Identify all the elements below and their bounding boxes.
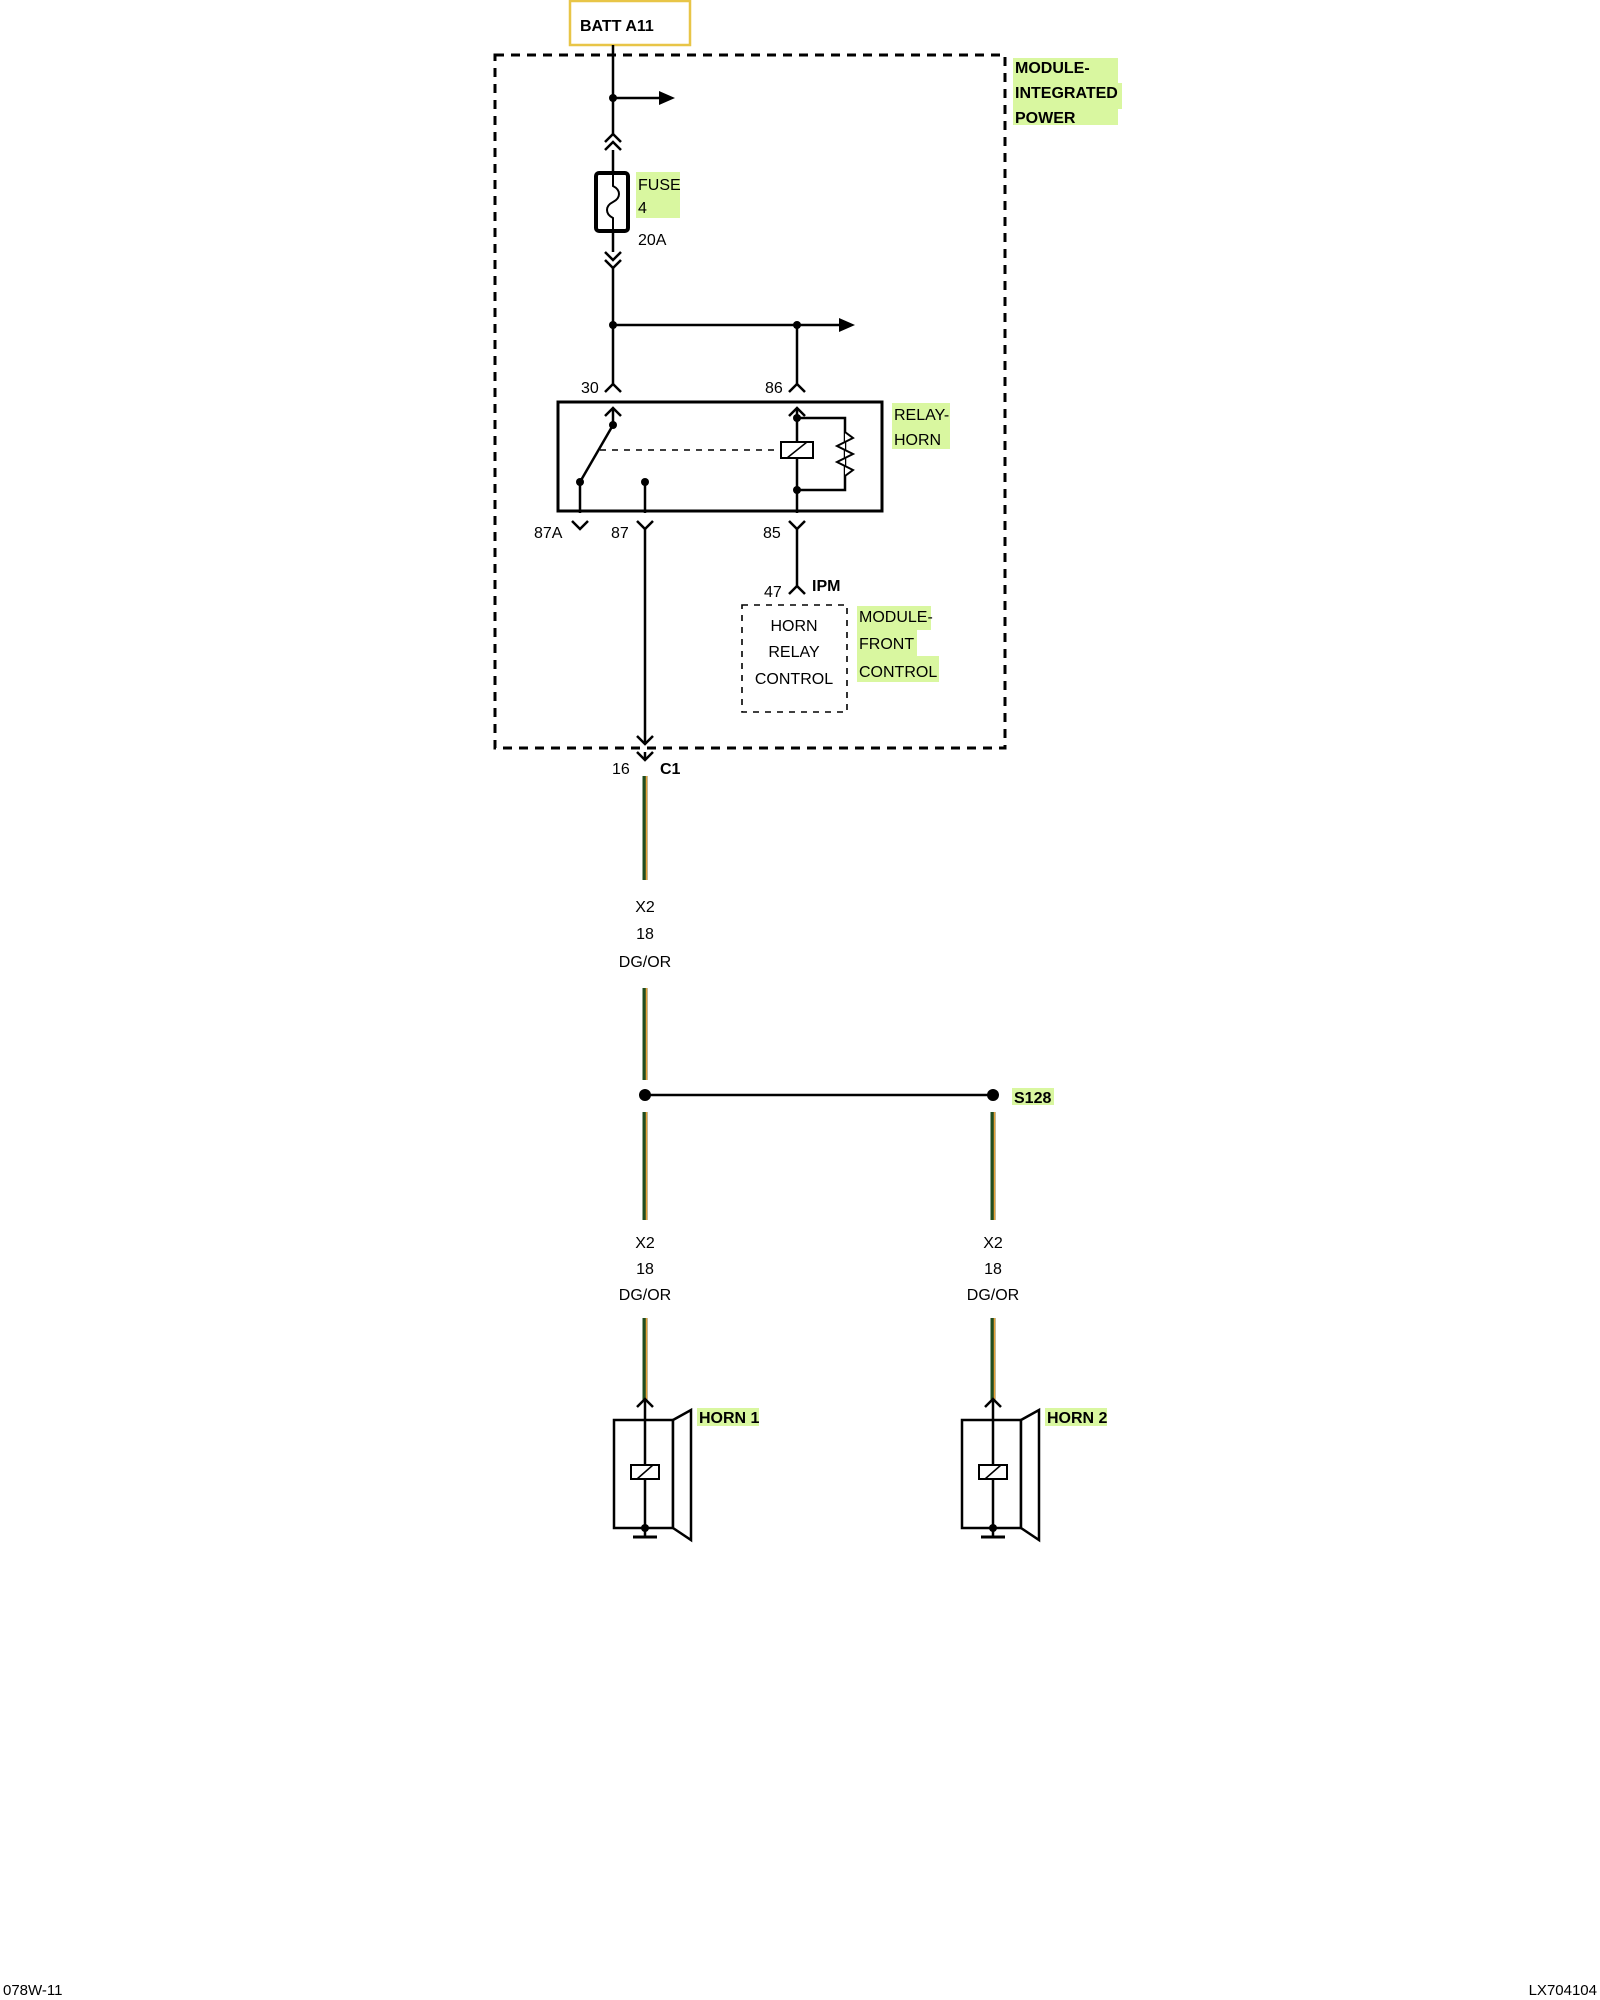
horn1-coil-slash xyxy=(636,1464,654,1480)
footer-right-code: LX704104 xyxy=(1529,1982,1597,1999)
relay-horn-label: RELAY- HORN xyxy=(892,403,950,449)
c1-connector-name: C1 xyxy=(660,761,681,778)
horn1-label-text: HORN 1 xyxy=(699,1410,760,1427)
wire-main-upper xyxy=(642,776,648,880)
wire-right-upper xyxy=(990,1112,996,1220)
footer-left-code: 078W-11 xyxy=(3,1982,62,1999)
relay-resistor-zigzag xyxy=(834,428,856,480)
wire-left-gauge: 18 xyxy=(636,1261,654,1278)
horn1-bell xyxy=(671,1407,693,1543)
splice-name: S128 xyxy=(1014,1090,1051,1107)
wire-right-circuit: X2 xyxy=(983,1235,1003,1252)
relay-pin-87: 87 xyxy=(611,525,629,542)
relay-pin-30: 30 xyxy=(581,380,599,397)
wire-main-lower xyxy=(642,988,648,1080)
module-fcm-label-line3: CONTROL xyxy=(859,664,937,681)
horn2-bell xyxy=(1019,1407,1041,1543)
splice-label: S128 xyxy=(1012,1088,1054,1107)
horn-relay-control-box xyxy=(741,604,848,713)
wire-left-circuit: X2 xyxy=(635,1235,655,1252)
horn2-label: HORN 2 xyxy=(1045,1408,1108,1427)
relay-pin-86: 86 xyxy=(765,380,783,397)
fuse-symbol xyxy=(594,171,630,233)
pin30-chevron-icon xyxy=(604,382,622,393)
horn2-label-text: HORN 2 xyxy=(1047,1410,1108,1427)
module-ipm-label-line3: POWER xyxy=(1015,110,1076,127)
pin87-chevron-icon xyxy=(636,520,654,531)
relay-coil-slash xyxy=(786,441,808,459)
module-ipm-label-line1: MODULE- xyxy=(1015,60,1090,77)
wire-main-circuit: X2 xyxy=(635,899,655,916)
module-ipm-boundary xyxy=(493,53,1007,750)
splice-right-dot xyxy=(987,1089,999,1101)
horn2-symbol xyxy=(960,1397,1041,1543)
relay-switch-blade xyxy=(578,424,615,483)
relay-feed-arrow-icon xyxy=(839,318,855,332)
ipm-abbrev-label: IPM xyxy=(812,578,840,595)
horn2-coil-slash xyxy=(984,1464,1002,1480)
relay-internals xyxy=(576,406,856,513)
battery-source: BATT A11 xyxy=(568,0,692,47)
fuse-bottom-chevron-icon xyxy=(604,251,622,262)
fcm-pin-chevron-icon xyxy=(788,584,806,595)
relay-horn-label-line1: RELAY- xyxy=(894,407,949,424)
module-fcm-label-line1: MODULE- xyxy=(859,609,933,626)
module-fcm-label-line2: FRONT xyxy=(859,636,914,653)
relay-pin-87a: 87A xyxy=(534,525,563,542)
horn-relay-control-line2: RELAY xyxy=(768,644,820,661)
wire-right-lower xyxy=(990,1318,996,1400)
fuse-top-chevron-icon xyxy=(604,132,622,143)
horn-relay-control-line3: CONTROL xyxy=(755,671,833,688)
feed-branch-arrow-icon xyxy=(659,91,675,105)
relay-pin-85: 85 xyxy=(763,525,781,542)
relay-horn-label-line2: HORN xyxy=(894,432,941,449)
wire-left-color-code: DG/OR xyxy=(619,1287,671,1304)
wire-right-color-code: DG/OR xyxy=(967,1287,1019,1304)
c1-pin-number: 16 xyxy=(612,761,630,778)
horn1-label: HORN 1 xyxy=(697,1408,760,1427)
horn1-symbol xyxy=(612,1397,693,1543)
wire-left-upper xyxy=(642,1112,648,1220)
fuse-top-chevron2-icon xyxy=(604,140,622,151)
pin86-chevron-icon xyxy=(788,382,806,393)
module-ipm-label: MODULE- INTEGRATED POWER xyxy=(1013,58,1122,127)
wire-main-color-code: DG/OR xyxy=(619,954,671,971)
fuse-label-line2: 4 xyxy=(638,200,647,217)
fuse-label-line1: FUSE xyxy=(638,177,681,194)
fuse-rating: 20A xyxy=(638,232,667,249)
battery-source-label: BATT A11 xyxy=(580,18,654,35)
fcm-pin-number: 47 xyxy=(764,584,782,601)
module-fcm-label: MODULE- FRONT CONTROL xyxy=(857,606,939,682)
wire-left-lower xyxy=(642,1318,648,1400)
pin87a-chevron-icon xyxy=(571,520,589,531)
horn-relay-control-line1: HORN xyxy=(770,618,817,635)
pin85-chevron-icon xyxy=(788,520,806,531)
wire-main-gauge: 18 xyxy=(636,926,654,943)
module-ipm-label-line2: INTEGRATED xyxy=(1015,85,1118,102)
fuse-label: FUSE 4 20A xyxy=(636,172,681,249)
c1-inner-chevron-icon xyxy=(636,735,654,746)
wire-right-gauge: 18 xyxy=(984,1261,1002,1278)
